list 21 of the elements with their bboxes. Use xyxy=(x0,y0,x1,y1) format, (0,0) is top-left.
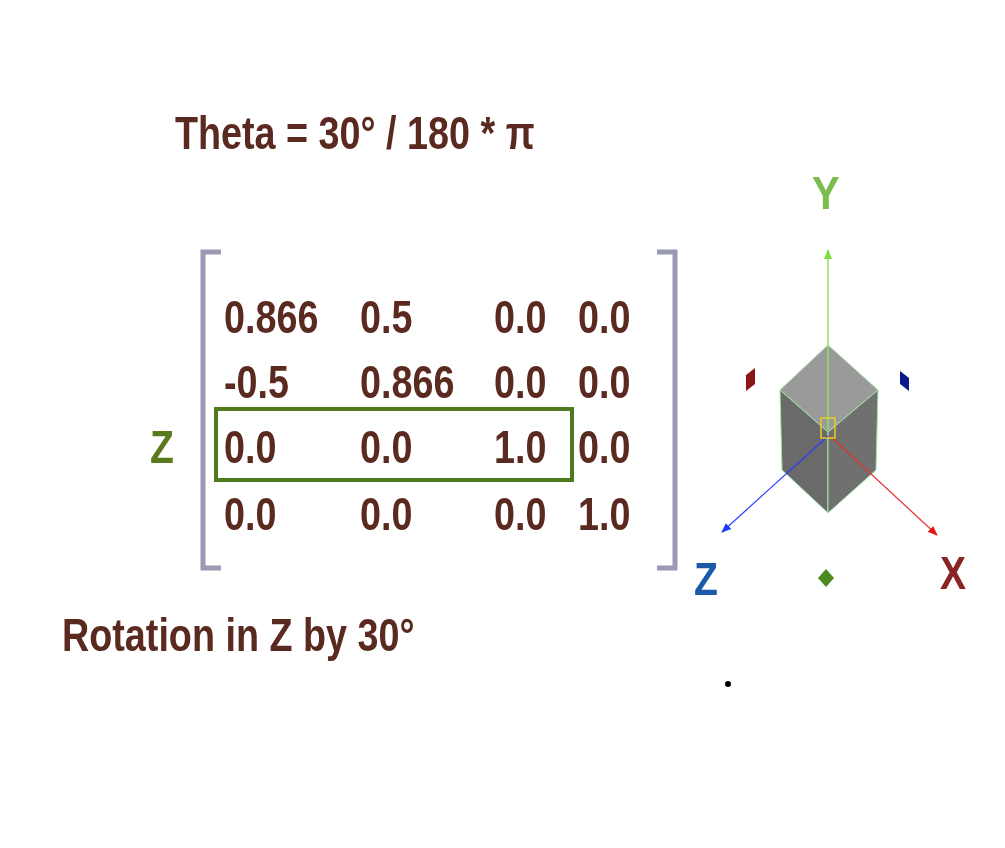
matrix-value: 0.0 xyxy=(494,359,547,405)
matrix-value: 0.5 xyxy=(360,294,413,340)
axis-label: Z xyxy=(694,556,718,602)
row-label: Z xyxy=(150,424,174,470)
axis-label: X xyxy=(940,550,967,596)
matrix-value: 0.0 xyxy=(224,491,277,537)
matrix-value: 0.0 xyxy=(494,491,547,537)
matrix-value: 0.0 xyxy=(360,424,413,470)
matrix-value: 0.0 xyxy=(578,294,631,340)
matrix-value: 0.0 xyxy=(578,424,631,470)
matrix-value: 0.0 xyxy=(578,359,631,405)
matrix-value: 0.866 xyxy=(360,359,455,405)
matrix-value: 0.0 xyxy=(224,424,277,470)
matrix-value: 1.0 xyxy=(494,424,547,470)
matrix-value: 0.0 xyxy=(360,491,413,537)
axis-label: Y xyxy=(812,170,840,216)
matrix-value: 0.0 xyxy=(494,294,547,340)
matrix-value: 1.0 xyxy=(578,491,631,537)
matrix-value: 0.866 xyxy=(224,294,319,340)
matrix-value: -0.5 xyxy=(224,359,289,405)
title: Theta = 30° / 180 * π xyxy=(175,110,535,156)
